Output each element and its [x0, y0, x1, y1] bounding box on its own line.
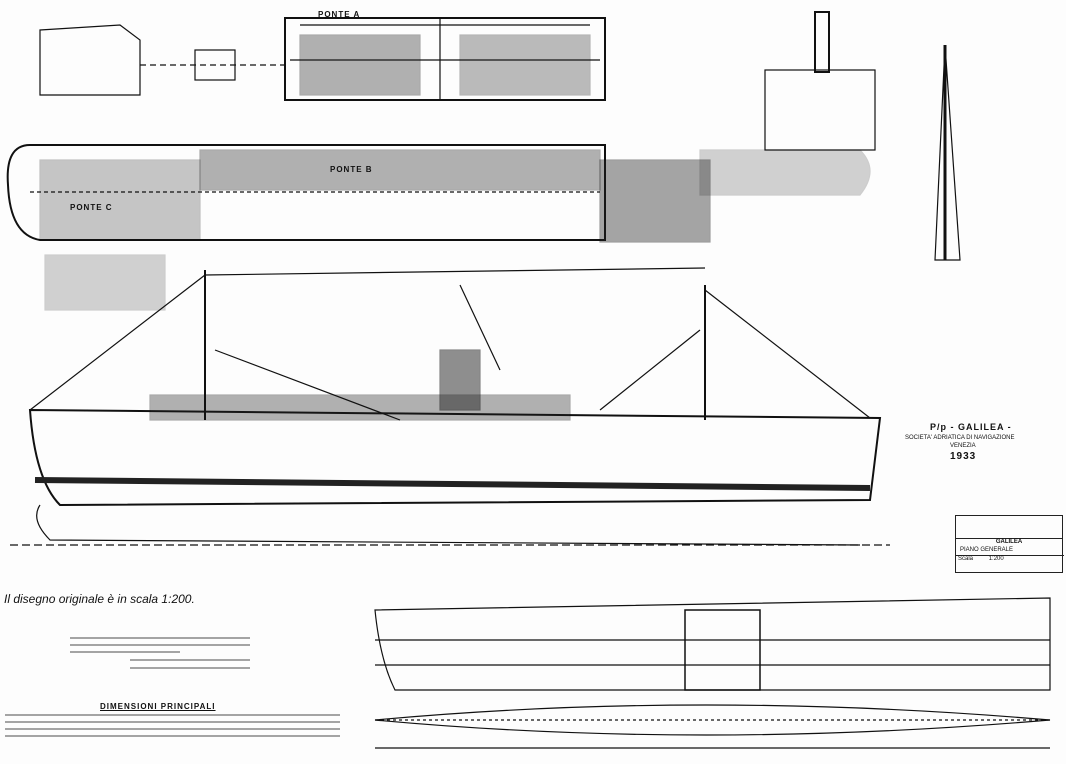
- notes-text-block: [5, 637, 340, 737]
- year-label: 1933: [950, 451, 977, 462]
- deck-label-b: PONTE B: [330, 165, 373, 174]
- deck-plan-a: [39, 17, 606, 101]
- superstructure-section: [44, 11, 961, 311]
- title-block-name: GALILEA: [956, 538, 1062, 545]
- title-block: GALILEA PIANO GENERALE Scala 1:200: [955, 515, 1064, 573]
- deck-label-a: PONTE A: [318, 10, 361, 19]
- title-block-subtitle: PIANO GENERALE: [960, 547, 1014, 553]
- dimensions-title: DIMENSIONI PRINCIPALI: [100, 702, 216, 711]
- title-block-scale-label: Scala: [958, 556, 974, 562]
- deck-plan-b: [6, 144, 871, 243]
- ship-name-label: P/p - GALILEA -: [930, 422, 1012, 432]
- ship-profile: [10, 267, 890, 546]
- city-label: VENEZIA: [950, 443, 976, 449]
- company-label: SOCIETA' ADRIATICA DI NAVIGAZIONE: [905, 435, 1015, 441]
- hull-lines-plan: [374, 597, 1051, 749]
- deck-label-c: PONTE C: [70, 203, 113, 212]
- title-block-scale-value: 1:200: [988, 556, 1004, 562]
- scale-note: Il disegno originale è in scala 1:200.: [4, 592, 195, 606]
